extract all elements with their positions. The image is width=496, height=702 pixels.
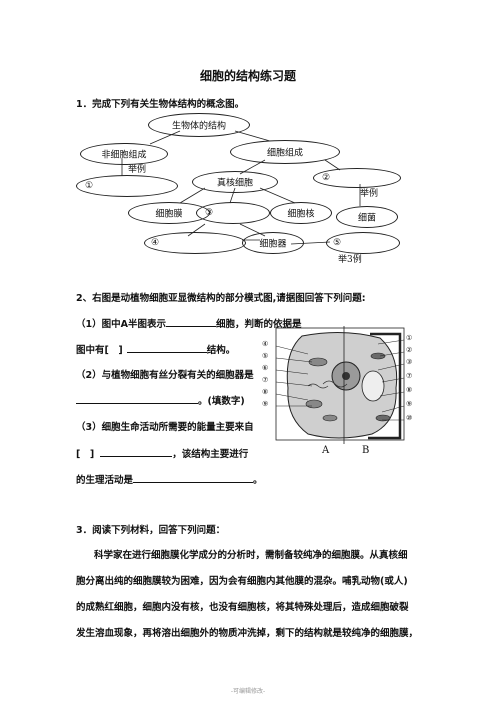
question-2-intro: 2、右图是动植物细胞亚显微结构的部分模式图,请据图回答下列问题:	[76, 293, 366, 304]
q2-line-4: 。(填数字)	[76, 393, 245, 407]
left-mark: ⑦	[262, 376, 269, 384]
right-mark: ⑧	[406, 386, 413, 394]
question-3-intro: 3．阅读下列材料，回答下列问题：	[76, 525, 226, 536]
blank-5: ⑤	[326, 232, 400, 254]
concept-map: 生物体的结构 非细胞组成 细胞组成 举例 ① 真核细胞 ② 举例 细胞膜 ③ 细…	[70, 110, 401, 265]
label-a: A	[322, 445, 330, 456]
q3-paragraph-line: 发生溶血现象，再将溶出细胞外的物质冲洗掉，剩下的结构就是较纯净的细胞膜，	[76, 628, 419, 639]
blank-4: ④	[144, 232, 246, 254]
eukaryote-node: 真核细胞	[192, 171, 278, 193]
cell-diagram: ④ ⑤ ⑥ ⑦ ⑧ ⑨ ① ② ③ ⑦ ⑧ ⑨ ⑩	[262, 326, 418, 446]
label-b: B	[362, 445, 370, 456]
nucleus-node: 细胞核	[270, 202, 332, 224]
question-1: 1．完成下列有关生物体结构的概念图。	[76, 99, 245, 110]
root-node: 生物体的结构	[148, 113, 250, 137]
right-mark: ①	[406, 334, 413, 342]
right-mark: ⑨	[406, 400, 413, 408]
non-cell-node: 非细胞组成	[80, 143, 168, 165]
q3-paragraph-line: 的成熟红细胞，细胞内没有核，也没有细胞核，将其特殊处理后，造成细胞破裂	[76, 602, 409, 613]
q2-line-6: [ ]，该结构主要进行	[76, 446, 248, 460]
cell-drawing	[275, 326, 405, 444]
q2-line-1: （1）图中A半图表示细胞，判断的依据是	[76, 316, 301, 330]
q2-line-2: 图中有[ ]结构。	[76, 342, 235, 356]
organelle-node: 细胞器	[242, 232, 304, 254]
bacteria-node: 细菌	[336, 206, 398, 228]
right-mark: ②	[406, 346, 413, 354]
right-mark: ⑦	[406, 372, 413, 380]
blank-1: ①	[76, 175, 178, 197]
example-label-3: 举3例	[338, 255, 362, 265]
left-mark: ⑧	[262, 388, 269, 396]
q2-line-3: （2）与植物细胞有丝分裂有关的细胞器是	[76, 370, 254, 381]
left-mark: ⑨	[262, 400, 269, 408]
q2-line-5: （3）细胞生命活动所需要的能量主要来自	[76, 422, 254, 433]
example-label-2: 举例	[360, 189, 379, 199]
right-mark: ③	[406, 358, 413, 366]
q3-paragraph-line: 胞分离出纯的细胞膜较为困难，因为会有细胞内其他膜的混杂。哺乳动物(或人)	[76, 576, 408, 587]
right-mark: ⑩	[406, 414, 413, 422]
blank-2: ②	[313, 168, 401, 188]
blank-3: ③	[196, 202, 270, 224]
q3-paragraph-line: 科学家在进行细胞膜化学成分的分析时，需制备较纯净的细胞膜。从真核细	[94, 550, 408, 561]
q2-line-7: 的生理活动是。	[76, 472, 263, 486]
footer: -可编辑修改-	[230, 688, 266, 695]
left-mark: ④	[262, 340, 269, 348]
cell-node: 细胞组成	[230, 140, 340, 164]
left-mark: ⑤	[262, 352, 269, 360]
page-title: 细胞的结构练习题	[199, 69, 296, 83]
left-mark: ⑥	[262, 364, 269, 372]
example-label-1: 举例	[128, 165, 147, 175]
